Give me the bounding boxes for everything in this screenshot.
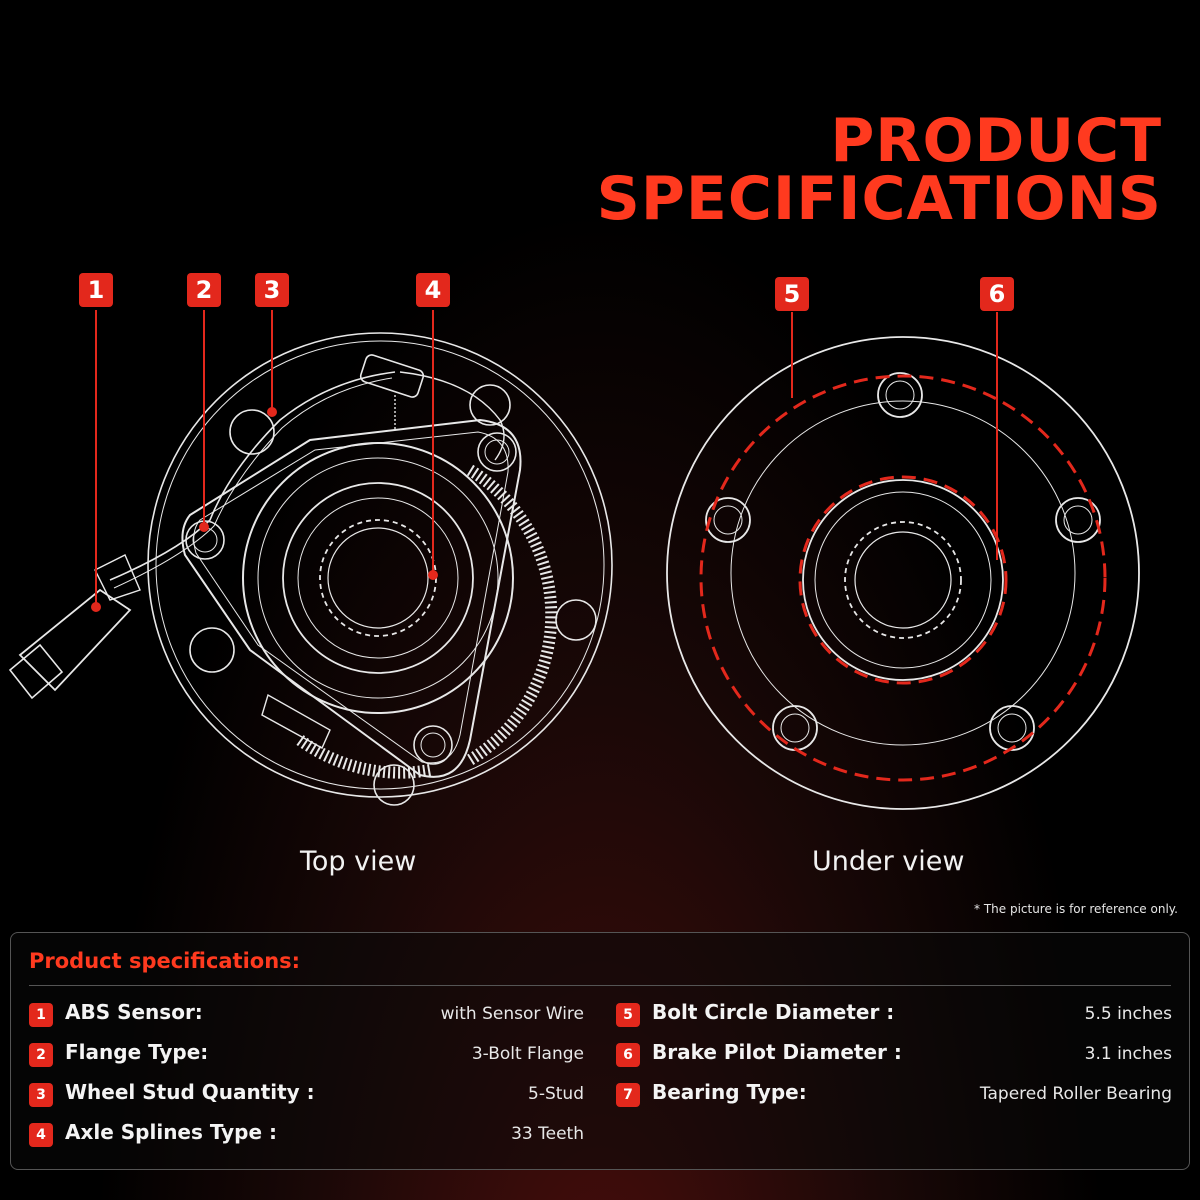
spec-number: 7	[616, 1083, 640, 1107]
spec-value: 5-Stud	[528, 1084, 584, 1104]
title-line-2: SPECIFICATIONS	[596, 164, 1162, 234]
spec-value: 33 Teeth	[511, 1124, 584, 1144]
stud-hole	[469, 384, 511, 426]
spec-value: 3-Bolt Flange	[471, 1044, 584, 1064]
specs-title: Product specifications:	[29, 949, 301, 973]
bearing-housing	[242, 442, 514, 714]
under-axle-splines	[844, 521, 962, 639]
triangular-flange	[181, 418, 522, 778]
brake-pilot	[802, 479, 1004, 681]
spec-number: 1	[29, 1003, 53, 1027]
spec-value: 3.1 inches	[1084, 1044, 1172, 1064]
spec-row: 2 Flange Type: 3-Bolt Flange	[29, 1039, 584, 1071]
axle-splines	[319, 519, 437, 637]
under-stud	[772, 705, 818, 751]
spec-row: 6 Brake Pilot Diameter : 3.1 inches	[616, 1039, 1172, 1071]
tone-ring	[466, 464, 558, 766]
flange-bolt-hole	[477, 432, 517, 472]
stud-hole	[229, 409, 275, 455]
reference-note: * The picture is for reference only.	[974, 902, 1178, 916]
callout-2: 2	[187, 273, 221, 307]
stud-hole	[555, 599, 597, 641]
under-stud	[705, 497, 751, 543]
page-title: PRODUCT SPECIFICATIONS	[596, 106, 1162, 234]
callout-5: 5	[775, 277, 809, 311]
under-stud	[877, 372, 923, 418]
abs-connector	[18, 588, 132, 692]
bolt-circle-diameter-marker	[699, 374, 1107, 782]
spec-row: 4 Axle Splines Type : 33 Teeth	[29, 1119, 584, 1151]
stud-hole	[373, 764, 415, 806]
sensor-wire	[109, 371, 396, 581]
top-view-drawing	[8, 332, 613, 806]
top-view-label: Top view	[300, 846, 417, 877]
spec-value: with Sensor Wire	[440, 1004, 584, 1024]
flange-bolt-hole	[413, 725, 453, 765]
spec-number: 6	[616, 1043, 640, 1067]
specs-panel: Product specifications: 1 ABS Sensor: wi…	[10, 932, 1190, 1170]
under-view-drawing	[666, 336, 1140, 810]
title-line-1: PRODUCT	[830, 106, 1162, 176]
specs-divider	[29, 985, 1171, 986]
spec-label: Brake Pilot Diameter :	[652, 1040, 902, 1064]
under-outer-flange	[666, 336, 1140, 810]
spec-number: 4	[29, 1123, 53, 1147]
callout-1: 1	[79, 273, 113, 307]
spec-row: 5 Bolt Circle Diameter : 5.5 inches	[616, 999, 1172, 1031]
callout-3: 3	[255, 273, 289, 307]
spec-label: Axle Splines Type :	[65, 1120, 278, 1144]
spec-value: 5.5 inches	[1084, 1004, 1172, 1024]
spec-label: Wheel Stud Quantity :	[65, 1080, 315, 1104]
spec-label: Bearing Type:	[652, 1080, 807, 1104]
spec-label: ABS Sensor:	[65, 1000, 203, 1024]
brake-pilot-diameter-marker	[798, 475, 1008, 685]
spec-label: Flange Type:	[65, 1040, 209, 1064]
callout-4: 4	[416, 273, 450, 307]
under-stud	[989, 705, 1035, 751]
spec-number: 2	[29, 1043, 53, 1067]
spec-number: 3	[29, 1083, 53, 1107]
spec-row: 1 ABS Sensor: with Sensor Wire	[29, 999, 584, 1031]
spec-value: Tapered Roller Bearing	[979, 1084, 1172, 1104]
spec-row: 7 Bearing Type: Tapered Roller Bearing	[616, 1079, 1172, 1111]
stud-hole	[189, 627, 235, 673]
under-view-label: Under view	[812, 846, 965, 877]
top-outer-flange	[147, 332, 613, 798]
spec-row: 3 Wheel Stud Quantity : 5-Stud	[29, 1079, 584, 1111]
spec-number: 5	[616, 1003, 640, 1027]
under-stud	[1055, 497, 1101, 543]
callout-6: 6	[980, 277, 1014, 311]
hub-diagram	[8, 310, 1140, 810]
sensor-head	[359, 354, 425, 398]
spec-label: Bolt Circle Diameter :	[652, 1000, 895, 1024]
